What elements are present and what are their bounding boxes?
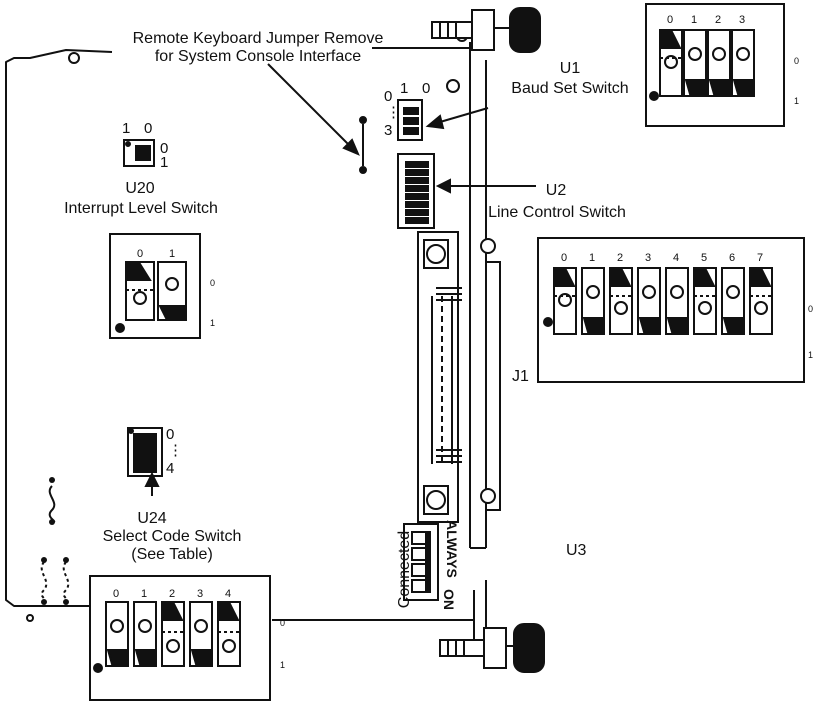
u20-panel-one: 1 <box>210 318 216 328</box>
u24-panel-zero: 0 <box>280 618 286 628</box>
u20-mark-side-zero: 0 <box>160 140 169 157</box>
jumper-callout-line1: Remote Keyboard Jumper Remove <box>132 30 384 47</box>
u24-switch-panel <box>89 575 271 701</box>
u2-panel-zero: 0 <box>808 304 814 314</box>
u1-panel-zero: 0 <box>794 56 800 66</box>
u2-panel-num-2: 2 <box>617 252 624 264</box>
u24-label: U24 <box>137 510 167 527</box>
u1-panel-one: 1 <box>794 96 800 106</box>
u2-panel-num-5: 5 <box>701 252 708 264</box>
u1-mark-three: 3 <box>384 122 393 139</box>
u20-mark-top-zero: 0 <box>144 120 153 137</box>
connected-label: Connected <box>395 530 413 609</box>
u2-panel-num-0: 0 <box>561 252 568 264</box>
u2-switch-panel <box>537 237 805 383</box>
u1-panel-num-1: 1 <box>691 14 698 26</box>
u1-mark-zero-left: 0 <box>384 88 393 105</box>
u20-panel-num-1: 1 <box>169 248 176 260</box>
u20-mark-side-one: 1 <box>160 154 169 171</box>
on-label: ON <box>441 589 458 611</box>
u20-board-switch <box>123 139 155 167</box>
u1-panel-num-0: 0 <box>667 14 674 26</box>
u24-mark-dots: ⋮ <box>168 442 183 459</box>
u24-panel-num-4: 4 <box>225 588 232 600</box>
u24-mark-zero: 0 <box>166 426 175 443</box>
u2-description: Line Control Switch <box>488 204 626 221</box>
u24-description-line2: (See Table) <box>131 546 213 563</box>
u1-label: U1 <box>559 60 581 77</box>
u24-mark-four: 4 <box>166 460 175 477</box>
always-on-switch <box>403 523 439 601</box>
u20-mark-top-one: 1 <box>122 120 131 137</box>
u20-label: U20 <box>125 180 155 197</box>
u24-board-switch <box>127 427 163 477</box>
u2-panel-one: 1 <box>808 350 814 360</box>
top-connector <box>431 7 541 53</box>
u24-panel-one: 1 <box>280 660 286 670</box>
u20-panel-num-0: 0 <box>137 248 144 260</box>
u2-panel-num-4: 4 <box>673 252 680 264</box>
u24-panel-num-3: 3 <box>197 588 204 600</box>
u24-panel-num-0: 0 <box>113 588 120 600</box>
j1-connector <box>417 231 501 523</box>
u1-mark-zero-right: 0 <box>422 80 431 97</box>
u2-panel-num-3: 3 <box>645 252 652 264</box>
u20-description: Interrupt Level Switch <box>64 200 218 217</box>
u1-board-switch <box>397 99 423 141</box>
u2-label: U2 <box>545 182 567 199</box>
u2-panel-num-6: 6 <box>729 252 736 264</box>
u24-panel-num-1: 1 <box>141 588 148 600</box>
u24-panel-num-2: 2 <box>169 588 176 600</box>
u1-description: Baud Set Switch <box>511 80 629 97</box>
u2-panel-num-1: 1 <box>589 252 596 264</box>
callout-arrows <box>144 63 536 496</box>
u20-panel-zero: 0 <box>210 278 216 288</box>
u1-mark-dots: ⋮ <box>386 104 401 121</box>
u24-description-line1: Select Code Switch <box>102 528 242 545</box>
u2-panel-num-7: 7 <box>757 252 764 264</box>
u1-mark-one: 1 <box>400 80 409 97</box>
front-panel <box>469 42 487 640</box>
u3-label: U3 <box>566 542 587 559</box>
jumper-callout-line2: for System Console Interface <box>154 48 362 65</box>
u20-switch-panel <box>109 233 201 339</box>
remote-keyboard-jumper <box>359 116 367 174</box>
j1-label: J1 <box>512 368 529 385</box>
board-outline <box>5 49 474 621</box>
u1-panel-num-2: 2 <box>715 14 722 26</box>
u1-panel-num-3: 3 <box>739 14 746 26</box>
bottom-connector <box>439 623 545 673</box>
u2-board-switch <box>397 153 435 229</box>
jumper-wires <box>40 485 70 601</box>
always-label: ALWAYS <box>444 520 461 578</box>
u1-switch-panel <box>645 3 785 127</box>
